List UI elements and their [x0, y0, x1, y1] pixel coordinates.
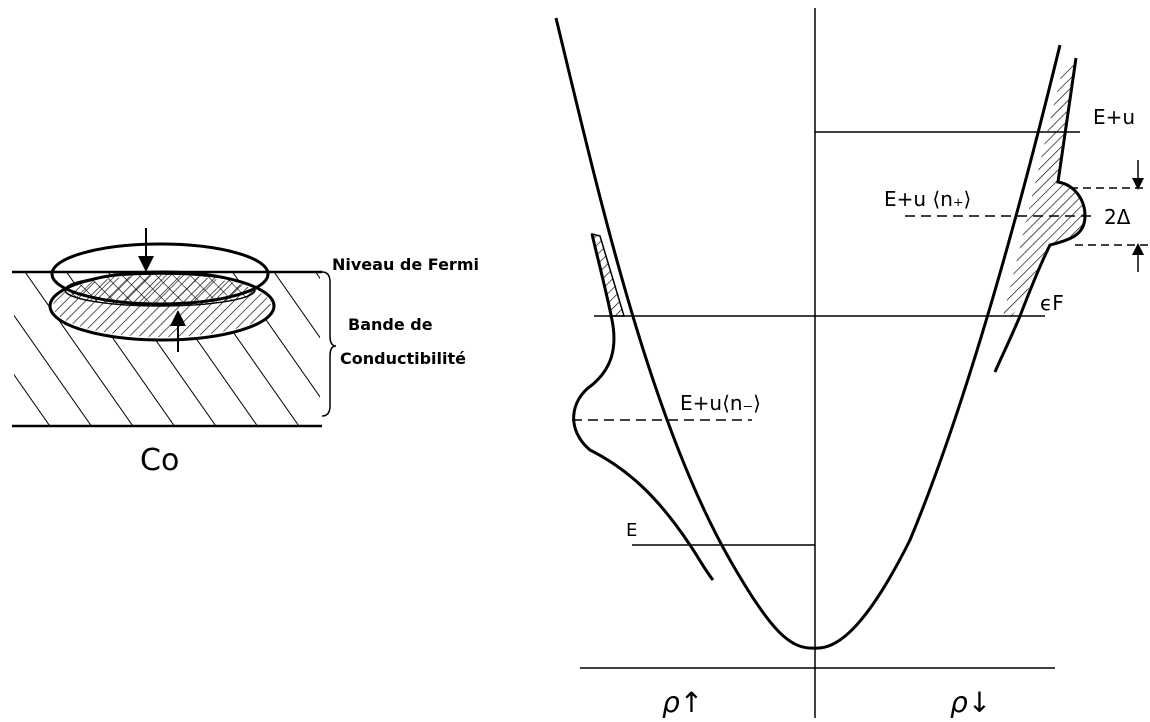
axis-label-rho-down: ρ↓: [950, 686, 991, 719]
band-brace: [322, 272, 336, 416]
fermi-level-label: Niveau de Fermi: [332, 255, 479, 274]
element-label: Co: [140, 443, 179, 478]
label-split: 2Δ: [1104, 205, 1131, 229]
axis-label-rho-up: ρ↑: [662, 686, 703, 719]
label-fermi-energy: ϵF: [1040, 291, 1064, 315]
band-label-line1: Bande de: [348, 315, 433, 334]
label-e-plus-u-n-plus: E+u ⟨n₊⟩: [884, 187, 971, 211]
parabolic-band-curve: [556, 18, 1060, 648]
label-e-plus-u: E+u: [1093, 105, 1135, 129]
density-of-states-diagram: E+u E+u ⟨n₊⟩ 2Δ ϵF E+u⟨n₋⟩ E ρ↑ ρ↓: [556, 8, 1148, 719]
cobalt-band-sketch: Niveau de Fermi Bande de Conductibilité …: [12, 228, 479, 478]
label-e-plus-u-n-minus: E+u⟨n₋⟩: [680, 391, 761, 415]
overlap-region: [65, 274, 255, 306]
band-label-line2: Conductibilité: [340, 349, 466, 368]
label-e: E: [626, 520, 637, 541]
